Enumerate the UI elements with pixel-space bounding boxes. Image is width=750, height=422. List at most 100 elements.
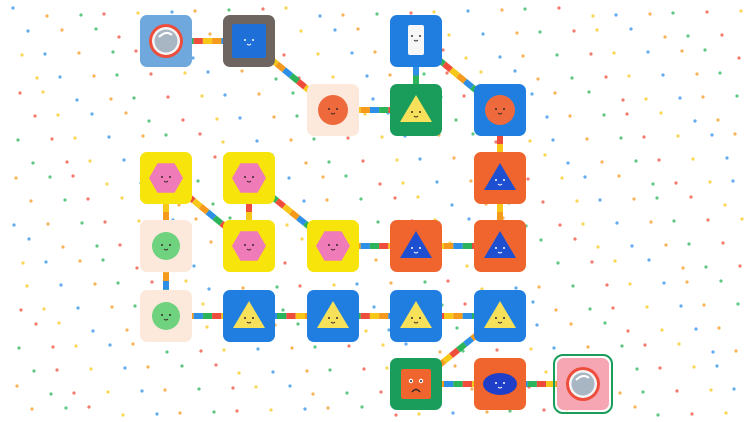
tile-square-blue[interactable] [223,15,275,67]
background-dot [132,96,136,100]
background-dot [41,90,45,94]
background-dot [692,365,696,369]
background-dot [541,200,545,204]
background-dot [72,391,76,395]
selection-outline [553,354,613,414]
background-dot [21,261,25,265]
background-dot [298,284,302,288]
background-dot [404,342,408,346]
background-dot [538,30,542,34]
background-dot [215,117,219,121]
background-dot [19,308,23,312]
circle-green-icon [152,232,180,260]
background-dot [235,409,239,413]
tile-circle-orange[interactable] [474,84,526,136]
background-dot [300,237,304,241]
background-dot [462,94,466,98]
background-dot [55,368,59,372]
background-dot [393,196,397,200]
background-dot [600,160,604,164]
background-dot [677,342,681,346]
background-dot [454,118,458,122]
background-dot [453,364,457,368]
tile-hexagon-pink[interactable] [307,220,359,272]
background-dot [378,182,382,186]
tile-triangle-blue[interactable] [474,220,526,272]
tile-triangle-blue[interactable] [390,220,442,272]
background-dot [291,91,295,95]
background-dot [332,283,336,287]
background-dot [200,94,204,98]
background-dot [51,345,55,349]
background-dot [523,7,527,11]
tile-triangle-yellow[interactable] [307,290,359,342]
background-dot [131,342,135,346]
background-dot [376,220,380,224]
tile-hexagon-pink[interactable] [140,152,192,204]
tile-triangle-yellow[interactable] [223,290,275,342]
background-dot [513,69,517,73]
background-dot [117,35,121,39]
background-dot [108,343,112,347]
background-dot [705,10,709,14]
background-dot [50,137,54,141]
background-dot [634,159,638,163]
background-dot [536,77,540,81]
background-dot [694,327,698,331]
background-dot [551,138,555,142]
background-dot [58,75,62,79]
tile-portal[interactable] [553,354,613,414]
background-dot [228,216,232,220]
tile-portal[interactable] [140,15,192,67]
background-dot [731,179,735,183]
background-dot [271,370,275,374]
background-dot [254,385,258,389]
background-dot [289,138,293,142]
background-dot [589,52,593,56]
background-dot [177,203,181,207]
background-dot [571,284,575,288]
tile-triangle-yellow[interactable] [390,290,442,342]
background-dot [102,12,106,16]
tile-circle-green[interactable] [140,290,192,342]
background-dot [12,223,16,227]
background-dot [122,158,126,162]
tile-triangle-yellow[interactable] [474,290,526,342]
background-dot [103,220,107,224]
background-dot [115,73,119,77]
background-dot [708,180,712,184]
background-dot [465,264,469,268]
background-dot [395,158,399,162]
background-dot [282,53,286,57]
background-dot [146,365,150,369]
background-dot [471,132,475,136]
background-dot [95,244,99,248]
tile-card[interactable] [390,15,442,67]
background-dot [614,13,618,17]
tile-circle-green[interactable] [140,220,192,272]
tile-square-orange[interactable] [390,358,442,410]
background-dot [648,12,652,16]
tile-hexagon-pink[interactable] [223,152,275,204]
background-dot [93,282,97,286]
background-dot [575,199,579,203]
background-dot [79,13,83,17]
background-dot [455,326,459,330]
background-dot [284,6,288,10]
background-dot [605,283,609,287]
background-dot [150,280,154,284]
tile-ellipse-blue[interactable] [474,358,526,410]
background-dot [535,323,539,327]
background-dot [721,241,725,245]
background-dot [703,48,707,52]
background-dot [643,343,647,347]
tile-triangle-blue[interactable] [474,152,526,204]
tile-circle-orange[interactable] [307,84,359,136]
background-dot [647,258,651,262]
tile-hexagon-pink[interactable] [223,220,275,272]
tile-triangle-yellow[interactable] [390,84,442,136]
background-dot [30,407,34,411]
background-dot [111,50,115,54]
background-dot [149,72,153,76]
background-dot [724,411,728,415]
